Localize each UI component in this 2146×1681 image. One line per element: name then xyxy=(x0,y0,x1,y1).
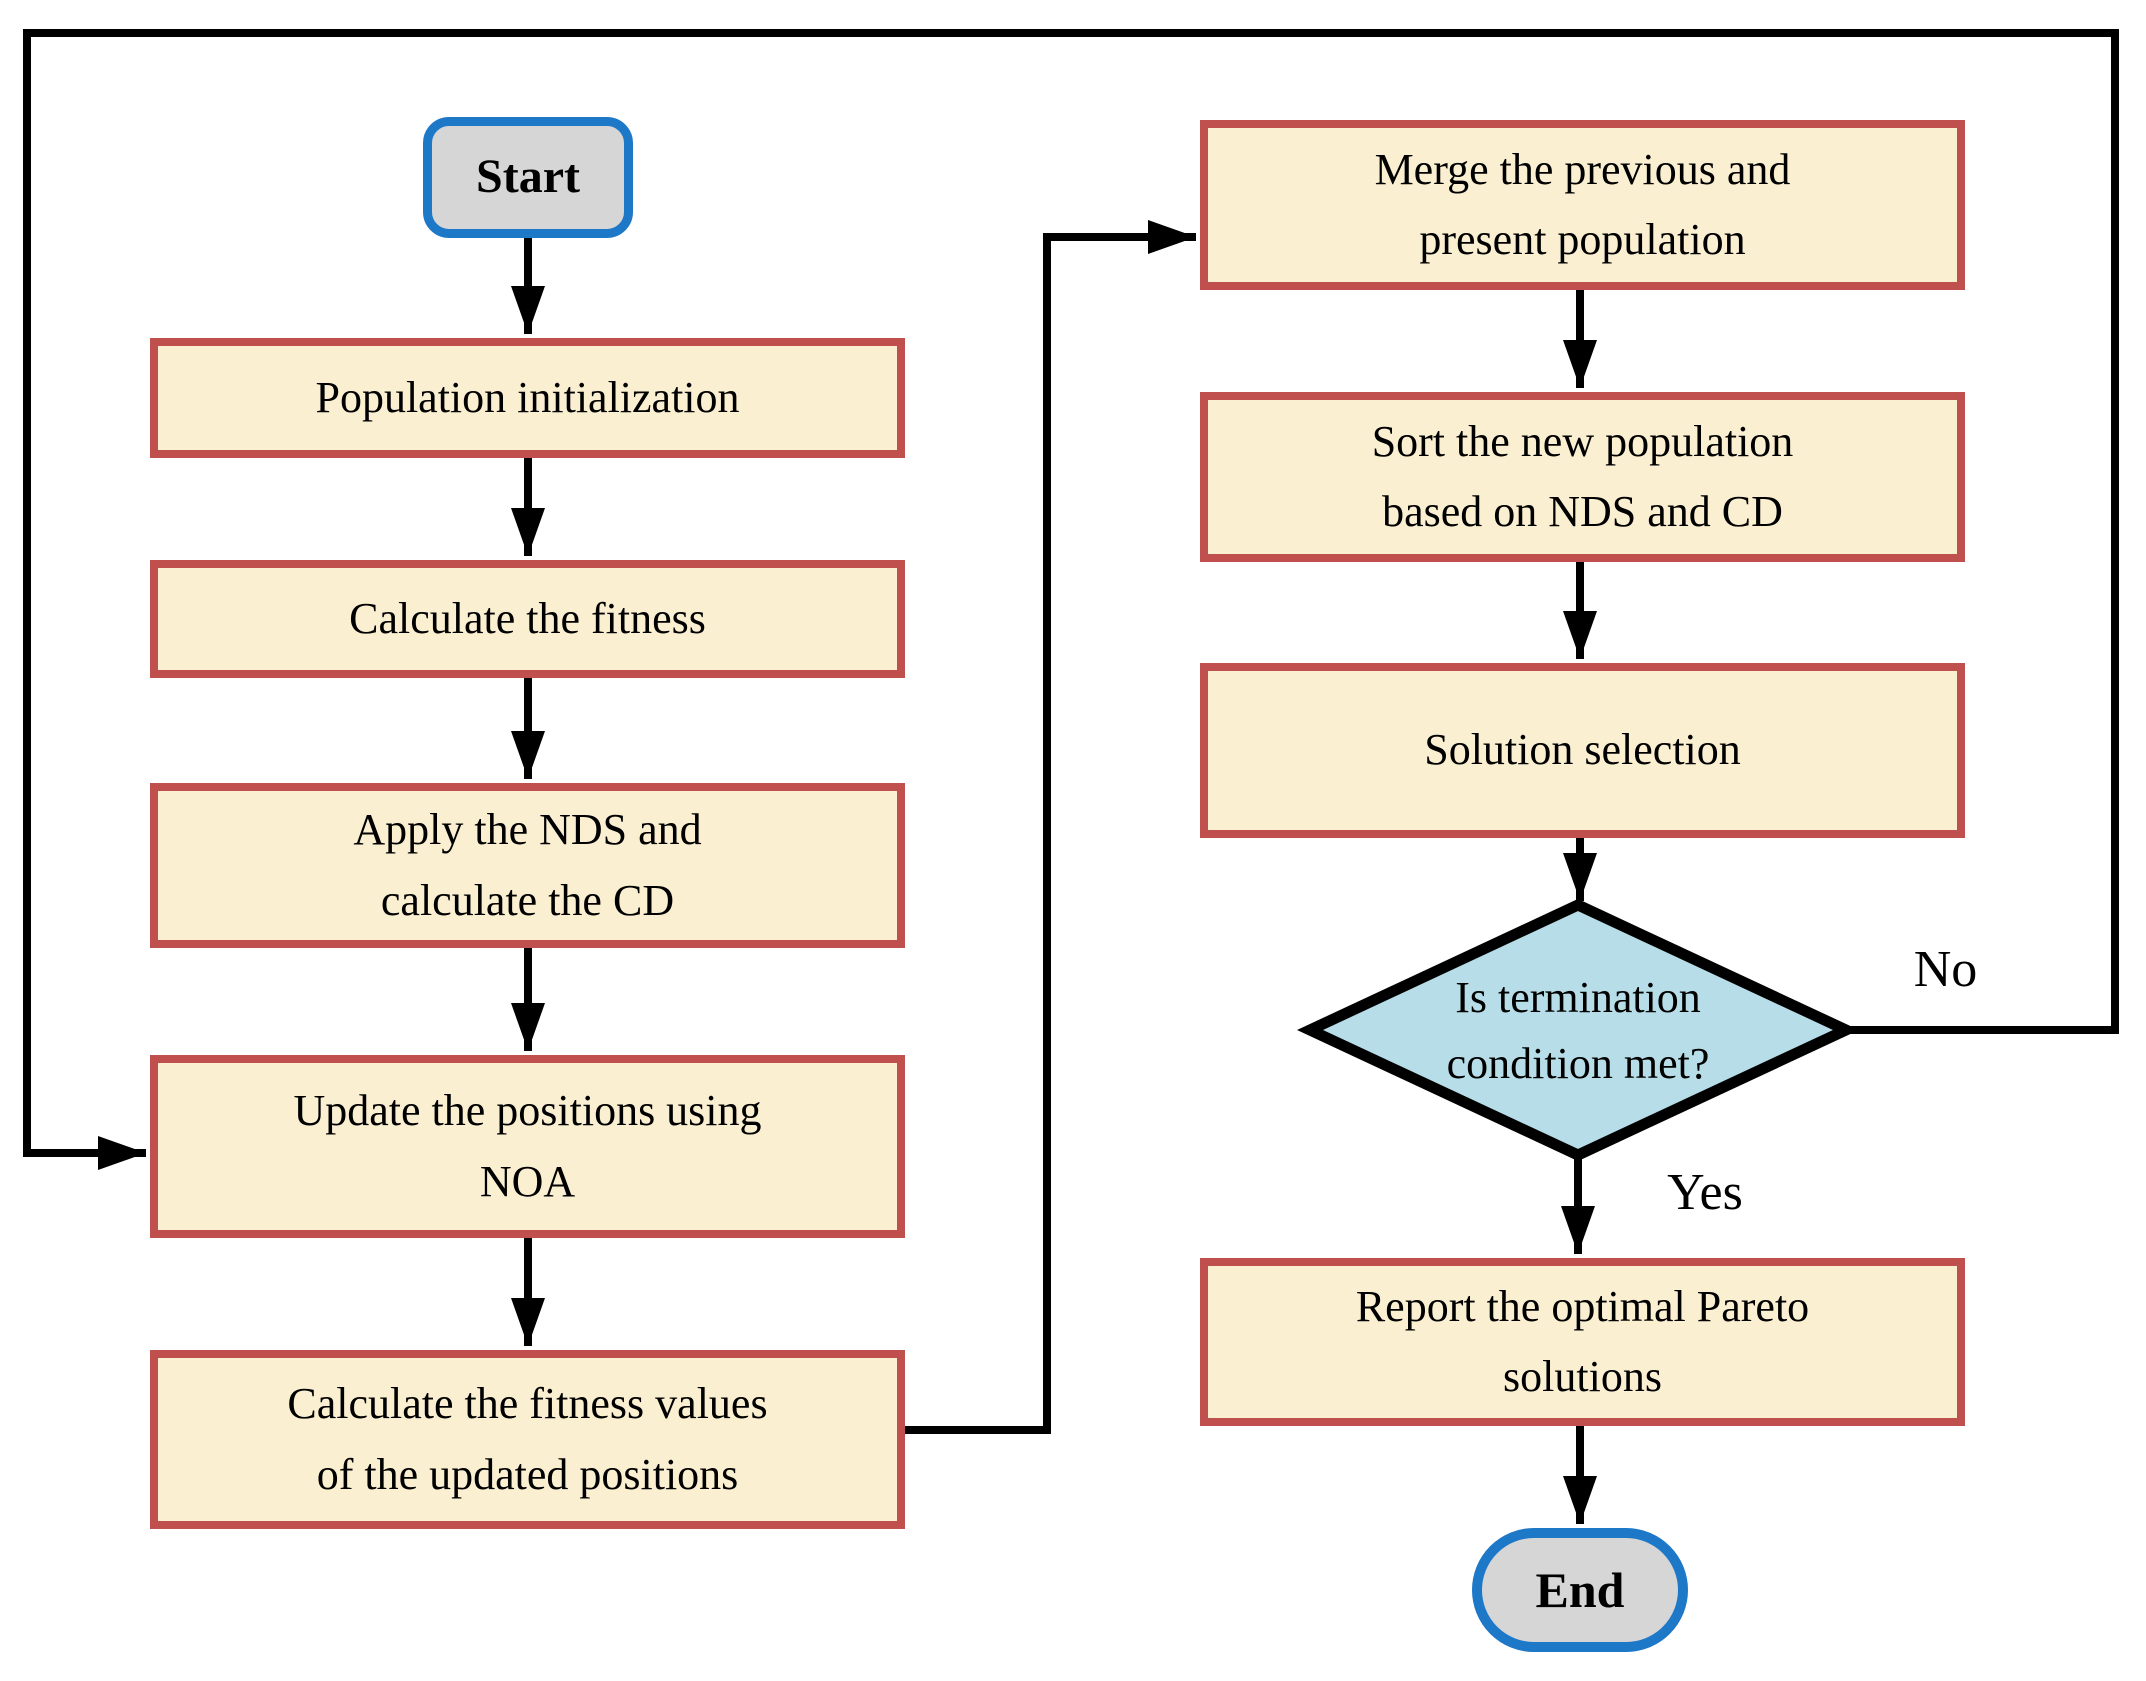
process-population-initialization: Population initialization xyxy=(150,338,905,458)
process-sort-new-population: Sort the new population based on NDS and… xyxy=(1200,392,1965,562)
process-calculate-fitness: Calculate the fitness xyxy=(150,560,905,678)
process-apply-nds-calculate-cd: Apply the NDS and calculate the CD xyxy=(150,783,905,948)
process-calculate-fitness-updated-positions: Calculate the fitness values of the upda… xyxy=(150,1350,905,1529)
process-solution-selection: Solution selection xyxy=(1200,663,1965,838)
end-terminator: End xyxy=(1472,1528,1688,1652)
arrow-fitnessvalues-to-merge xyxy=(905,220,1196,1434)
start-terminator: Start xyxy=(423,117,633,238)
decision-termination-check-label: Is termination condition met? xyxy=(1446,972,1710,1088)
arrow-decision-no-loop xyxy=(23,29,2119,1170)
process-report-pareto-solutions: Report the optimal Pareto solutions xyxy=(1200,1258,1965,1426)
edge-label-no: No xyxy=(1913,941,1978,998)
edge-label-yes: Yes xyxy=(1667,1164,1743,1221)
process-merge-populations: Merge the previous and present populatio… xyxy=(1200,120,1965,290)
process-update-positions-noa: Update the positions using NOA xyxy=(150,1055,905,1238)
